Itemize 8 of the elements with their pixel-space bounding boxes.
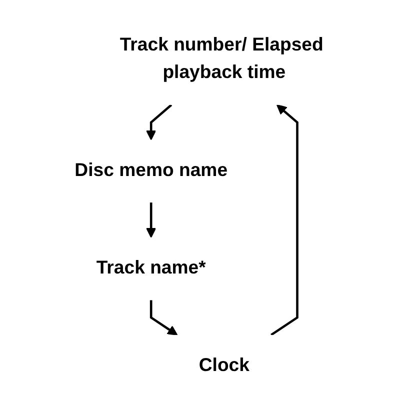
arrow <box>146 104 172 140</box>
node-text: Clock <box>198 356 250 376</box>
arrow <box>270 104 298 336</box>
node-text: Disc memo name <box>74 160 228 180</box>
node-text: Track number/ Elapsed playback time <box>120 35 324 83</box>
arrow <box>150 300 178 336</box>
arrow <box>146 202 156 238</box>
node-text: Track name* <box>96 258 206 278</box>
